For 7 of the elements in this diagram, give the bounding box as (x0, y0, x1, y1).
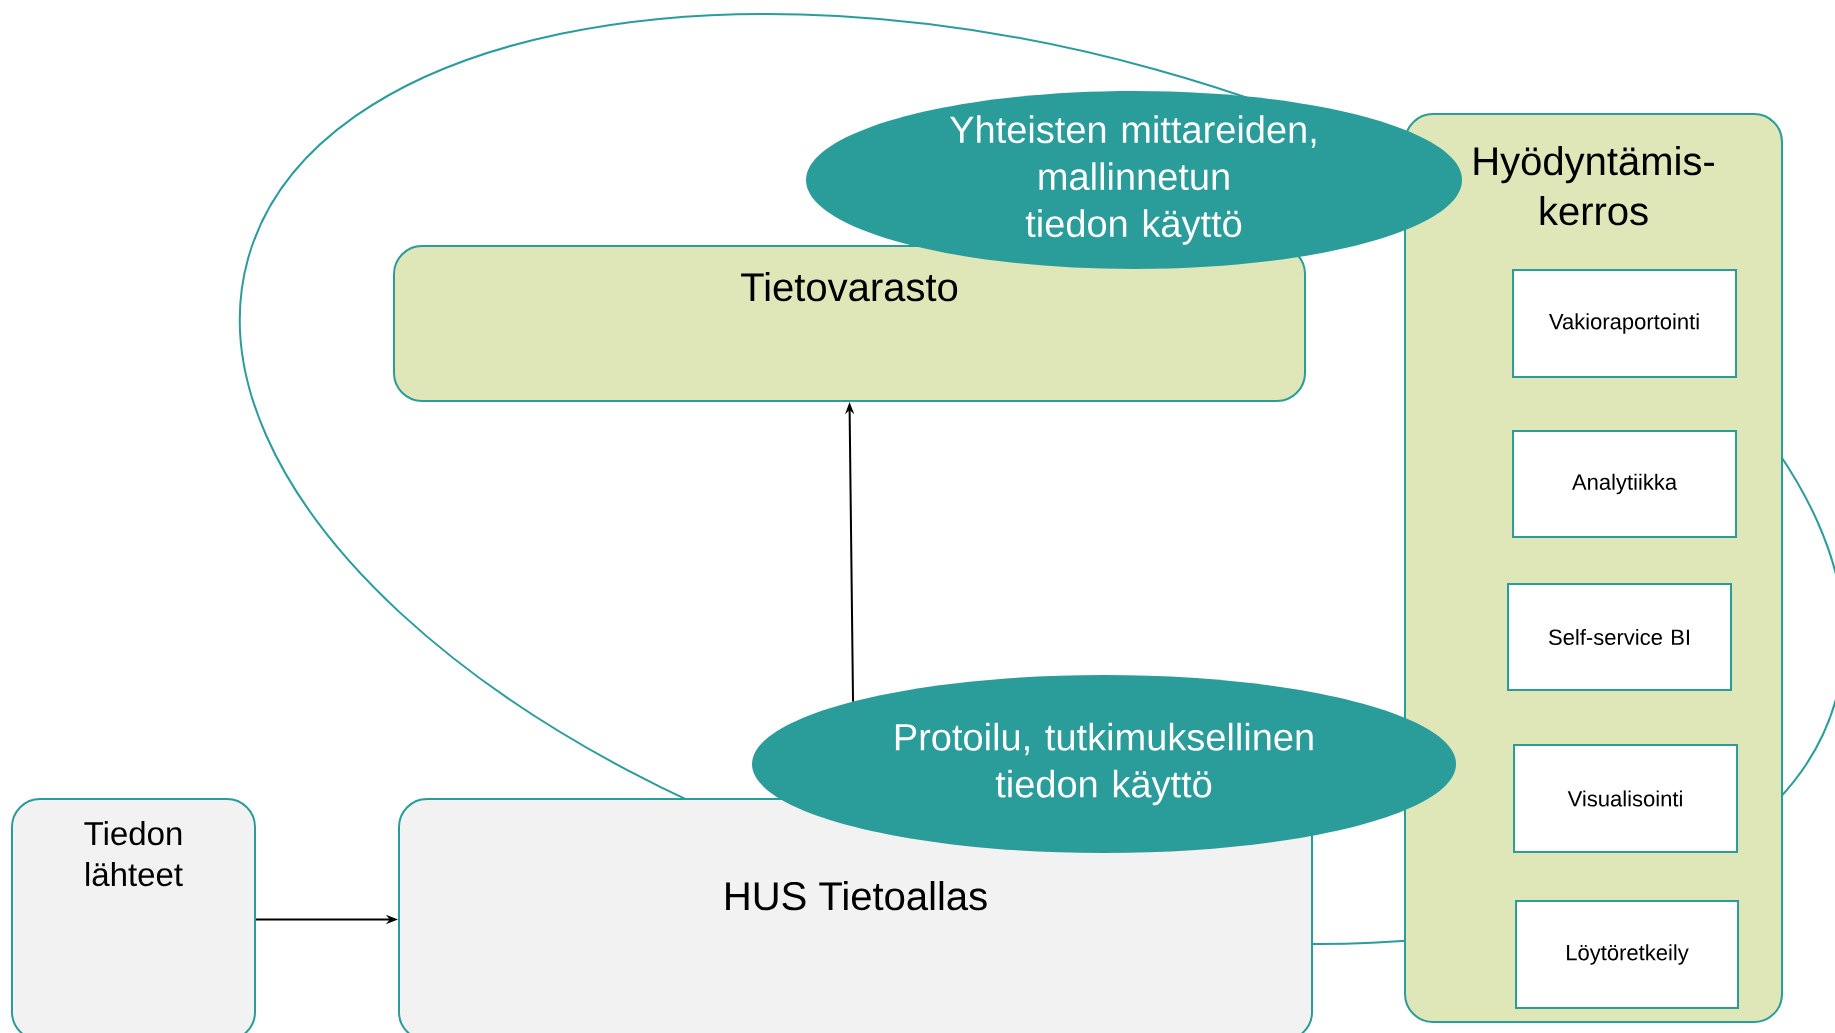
function-box: Self-service BI (1507, 583, 1732, 691)
warehouse-box: Tietovarasto (393, 245, 1306, 402)
function-box: Analytiikka (1512, 430, 1737, 538)
function-box: Löytöretkeily (1515, 900, 1739, 1009)
function-box: Vakioraportointi (1512, 269, 1737, 378)
function-box: Visualisointi (1513, 744, 1738, 853)
source-box: Tiedon lähteet (11, 798, 256, 1033)
